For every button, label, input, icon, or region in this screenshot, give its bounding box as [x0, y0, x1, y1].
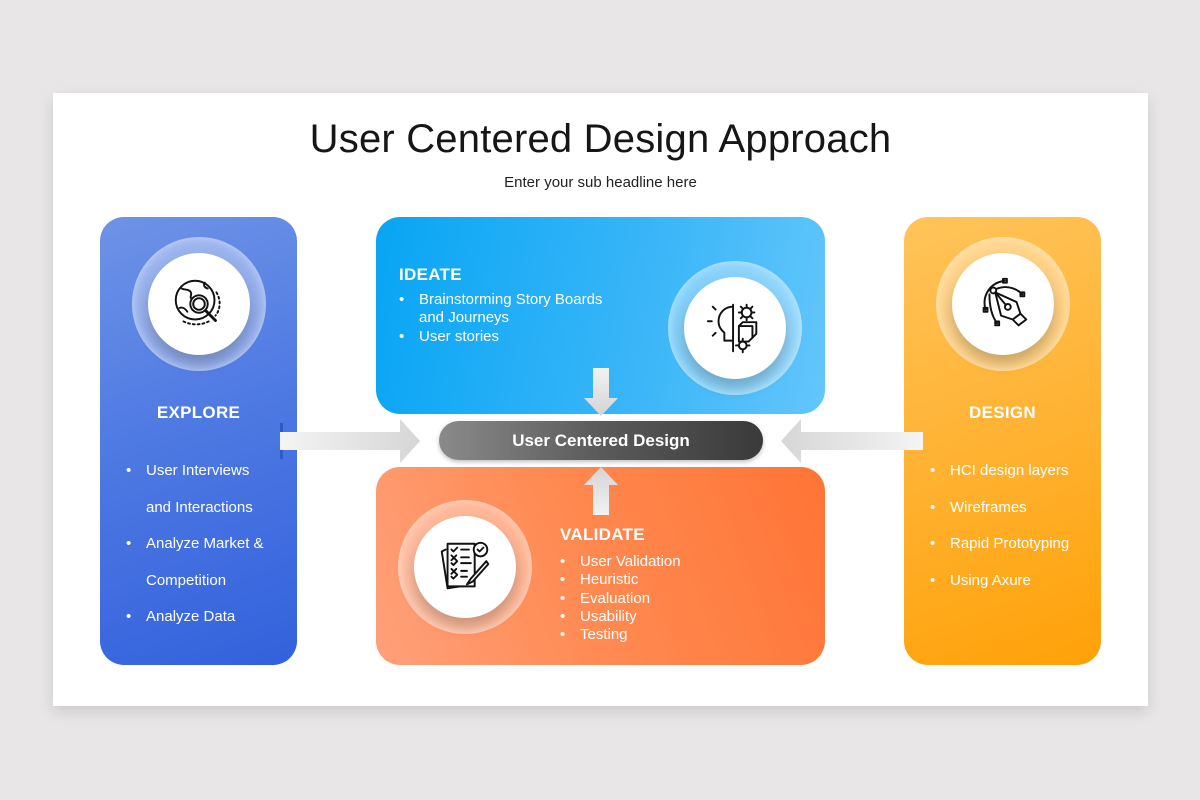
slide-title: User Centered Design Approach [309, 117, 892, 161]
validate-icon-ring [398, 500, 532, 634]
arrow-right-icon [280, 411, 422, 471]
explore-icon-ring [132, 237, 266, 371]
bulb-gears-icon [706, 303, 758, 354]
center-label: User Centered Design [439, 421, 763, 460]
ideate-icon-ring [668, 261, 802, 395]
slide-subtitle: Enter your sub headline here [504, 174, 697, 191]
list-item: Rapid Prototyping [930, 526, 1069, 563]
arrow-left-icon [779, 411, 923, 471]
list-item: User Validation [560, 553, 681, 572]
slide: User Centered Design Approach Enter your… [53, 93, 1148, 706]
list-item: and Interactions [146, 498, 253, 516]
explore-icon-disc [148, 253, 250, 355]
ideate-heading: IDEATE [399, 265, 462, 284]
validate-heading: VALIDATE [560, 525, 645, 544]
ideate-icon-disc [684, 277, 786, 379]
list-item: Usability [560, 608, 681, 627]
design-icon-ring [936, 237, 1070, 371]
validate-list: User Validation Heuristic Evaluation Usa… [560, 553, 681, 645]
arrow-up-icon [584, 465, 618, 515]
design-card: DESIGN HCI design layers Wireframes Rapi… [904, 217, 1101, 665]
list-item: HCI design layers [930, 453, 1069, 490]
list-item: Evaluation [560, 590, 681, 609]
ideate-card: IDEATE Brainstorming Story Boards and Jo… [376, 217, 825, 414]
list-item: User stories [399, 328, 602, 347]
ideate-list: Brainstorming Story Boards and Journeys … [399, 291, 602, 346]
checklist-pencil-icon [440, 541, 490, 590]
explore-list: User Interviews and Interactions Analyze… [126, 453, 264, 636]
pen-tool-bezier-icon [982, 277, 1028, 327]
design-list: HCI design layers Wireframes Rapid Proto… [930, 453, 1069, 599]
globe-magnifier-icon [174, 279, 221, 326]
explore-card: EXPLORE User Interviews and Interactions… [100, 217, 297, 665]
list-item: Using Axure [930, 563, 1069, 600]
design-icon-disc [952, 253, 1054, 355]
list-item: Heuristic [560, 571, 681, 590]
list-item: Testing [560, 626, 681, 645]
list-item: Brainstorming Story Boards [399, 291, 602, 310]
list-item: Analyze Market & [126, 526, 264, 563]
list-item: User Interviews [126, 453, 264, 490]
design-heading: DESIGN [969, 403, 1036, 422]
list-item: and Journeys [419, 309, 510, 327]
list-item: Analyze Data [126, 599, 264, 636]
explore-heading: EXPLORE [156, 403, 241, 422]
validate-icon-disc [414, 516, 516, 618]
list-item: Competition [146, 571, 227, 589]
arrow-down-icon [584, 368, 618, 418]
list-item: Wireframes [930, 490, 1069, 527]
